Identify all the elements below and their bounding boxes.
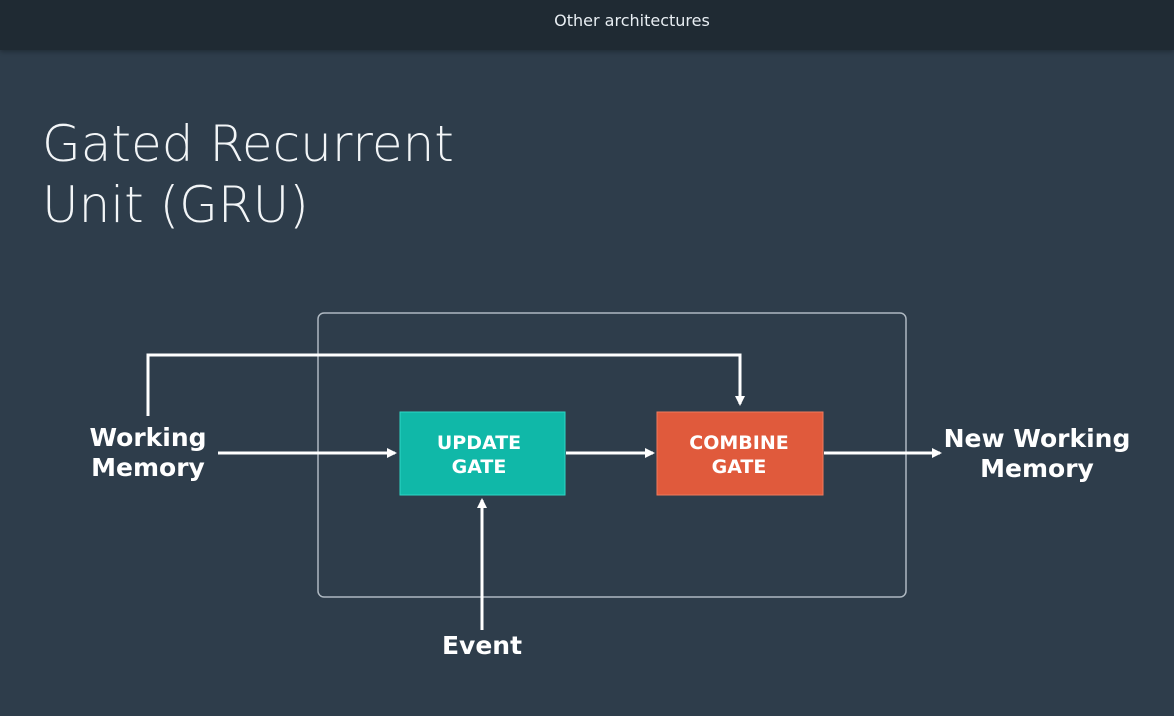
working-memory-label-line-2: Memory xyxy=(91,453,205,482)
combine-gate-box xyxy=(656,411,824,496)
slide-title-line-1: Gated Recurrent xyxy=(42,115,454,173)
update-gate-label-line-1: UPDATE xyxy=(437,432,521,454)
top-bar: Other architectures xyxy=(0,0,1174,50)
slide-title-line-2: Unit (GRU) xyxy=(42,176,309,234)
slide-title: Gated Recurrent Unit (GRU) xyxy=(42,114,454,236)
combine-gate-label-line-1: COMBINE xyxy=(689,432,788,454)
update-gate-label-line-2: GATE xyxy=(452,456,507,478)
combine-gate-label-line-2: GATE xyxy=(712,456,767,478)
new-working-memory-label-line-2: Memory xyxy=(980,454,1094,483)
video-title: Other architectures xyxy=(554,11,710,30)
new-working-memory-label-line-1: New Working xyxy=(944,424,1131,453)
event-label: Event xyxy=(442,631,522,660)
gru-cell-frame xyxy=(317,312,907,598)
update-gate-box xyxy=(399,411,566,496)
working-memory-skip-arrow xyxy=(146,353,745,416)
working-memory-label-line-1: Working xyxy=(89,423,206,452)
